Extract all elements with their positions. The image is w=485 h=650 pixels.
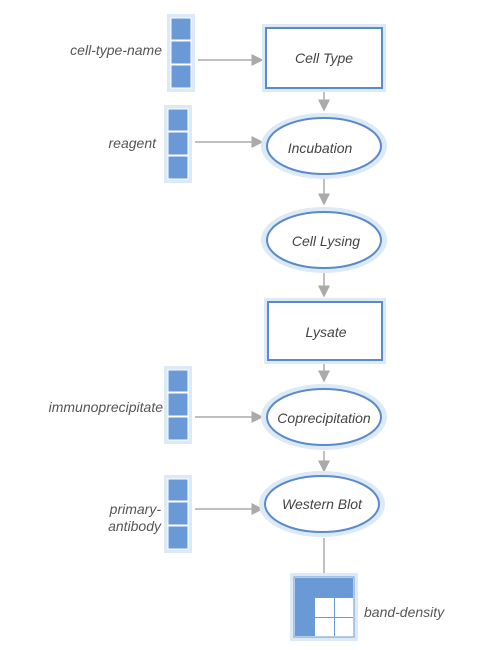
- node-coprecipitation: Coprecipitation: [261, 384, 387, 450]
- input-label-primary-antibody-line2: antibody: [108, 518, 162, 534]
- node-label-western-blot: Western Blot: [282, 496, 363, 512]
- output-label-band-density: band-density: [364, 604, 445, 620]
- node-label-coprecipitation: Coprecipitation: [277, 410, 371, 426]
- node-cell-type: Cell Type: [262, 24, 386, 92]
- input-label-primary-antibody-line1: primary-: [109, 501, 162, 517]
- node-label-lysate: Lysate: [306, 324, 347, 340]
- node-incubation: Incubation: [261, 113, 387, 179]
- vector-icon: [164, 366, 192, 444]
- node-western-blot: Western Blot: [259, 471, 385, 537]
- node-label-cell-type: Cell Type: [295, 50, 353, 66]
- vector-icon: [167, 14, 195, 92]
- node-lysate: Lysate: [264, 298, 386, 364]
- matrix-icon: [290, 573, 358, 641]
- node-label-incubation: Incubation: [288, 140, 353, 156]
- node-label-cell-lysing: Cell Lysing: [292, 233, 360, 249]
- input-label-cell-type-name: cell-type-name: [70, 42, 162, 58]
- vector-icon: [164, 475, 192, 553]
- input-label-immunoprecipitate: immunoprecipitate: [49, 399, 164, 415]
- vector-icon: [164, 105, 192, 183]
- input-label-reagent: reagent: [109, 135, 158, 151]
- node-cell-lysing: Cell Lysing: [261, 207, 387, 273]
